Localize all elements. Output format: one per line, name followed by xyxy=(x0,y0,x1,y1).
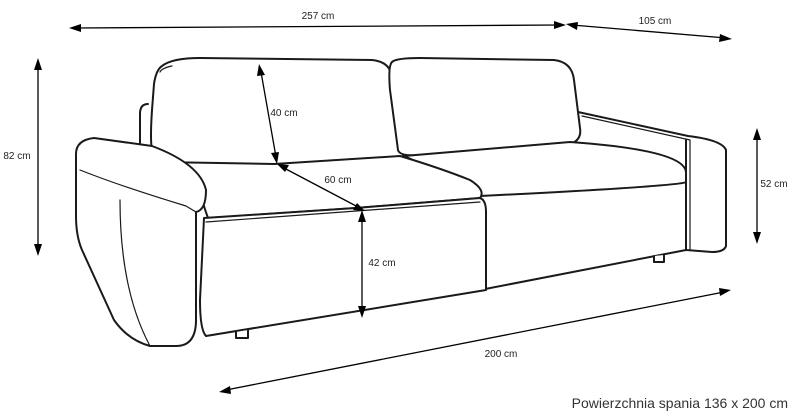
dimension-lines xyxy=(34,21,761,394)
back-cushion-right xyxy=(388,57,582,157)
backrest-height-label: 40 cm xyxy=(270,108,297,119)
armrest-height-label: 52 cm xyxy=(760,179,787,190)
total-height-label: 82 cm xyxy=(3,151,30,162)
sleeping-surface-caption: Powierzchnia spania 136 x 200 cm xyxy=(572,395,788,411)
total-width-label: 257 cm xyxy=(302,11,335,22)
left-armrest xyxy=(75,137,207,347)
seat-depth-label: 60 cm xyxy=(324,175,351,186)
right-armrest xyxy=(577,111,727,253)
sofa xyxy=(75,57,727,347)
depth-label: 105 cm xyxy=(639,16,672,27)
sleeping-width-label: 200 cm xyxy=(485,349,518,360)
seat-front-left xyxy=(199,197,487,337)
seat-height-label: 42 cm xyxy=(368,258,395,269)
